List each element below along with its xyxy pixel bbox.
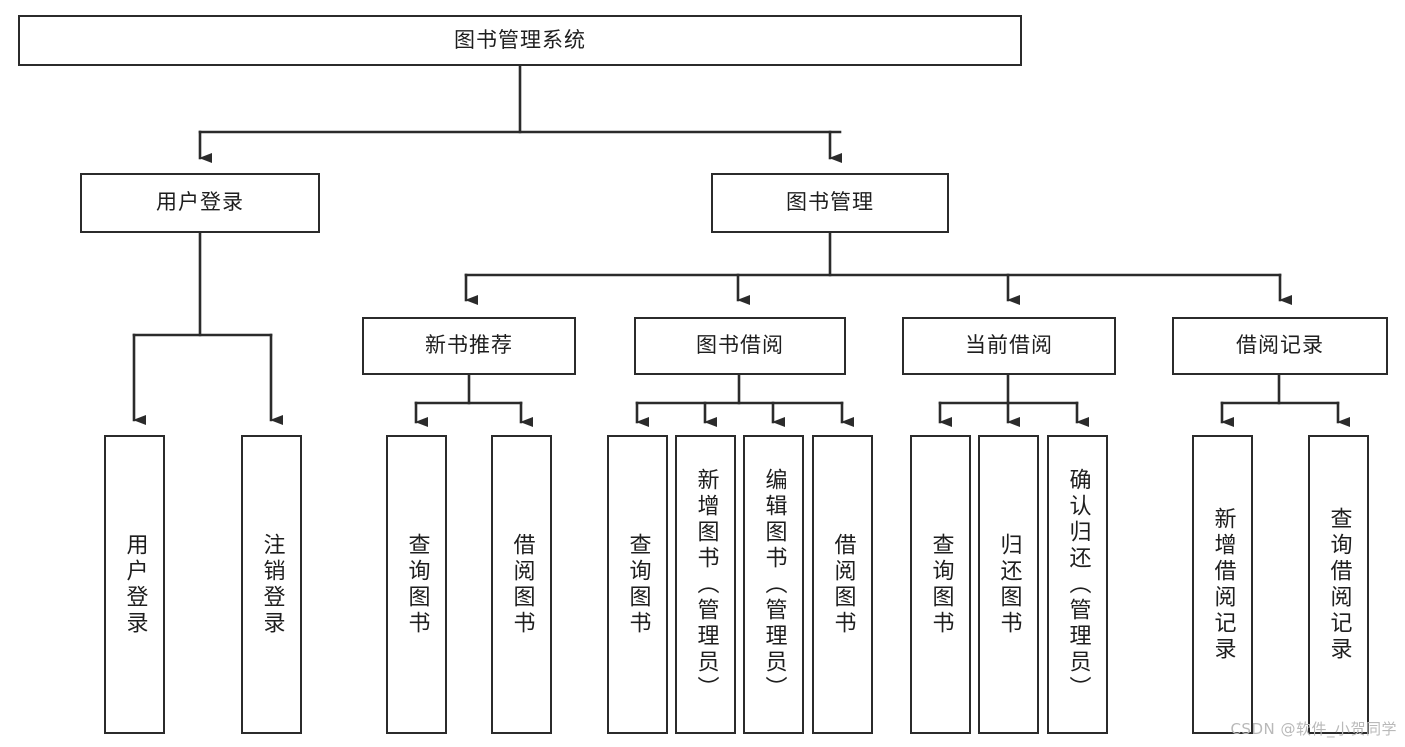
node-label: 注销登录 [259,532,285,637]
node-user-login[interactable]: 用户登录 [80,173,320,233]
node-borrow-record[interactable]: 借阅记录 [1172,317,1388,375]
node-label: 查询图书 [625,532,651,637]
node-label: 确认归还（管理员） [1065,467,1091,702]
leaf-book-borrow-edit-book-admin[interactable]: 编辑图书（管理员） [743,435,804,734]
leaf-current-borrow-return-book[interactable]: 归还图书 [978,435,1039,734]
leaf-borrow-record-query-record[interactable]: 查询借阅记录 [1308,435,1369,734]
node-root-book-management-system[interactable]: 图书管理系统 [18,15,1022,66]
node-label: 新书推荐 [425,333,513,358]
node-label: 借阅图书 [830,532,856,637]
node-label: 借阅图书 [509,532,535,637]
leaf-current-borrow-confirm-return-admin[interactable]: 确认归还（管理员） [1047,435,1108,734]
leaf-book-borrow-borrow-book[interactable]: 借阅图书 [812,435,873,734]
leaf-user-login-logout[interactable]: 注销登录 [241,435,302,734]
node-label: 归还图书 [996,532,1022,637]
leaf-current-borrow-query-book[interactable]: 查询图书 [910,435,971,734]
leaf-book-borrow-query-book[interactable]: 查询图书 [607,435,668,734]
node-label: 借阅记录 [1236,333,1324,358]
node-label: 用户登录 [156,190,244,215]
leaf-book-borrow-add-book-admin[interactable]: 新增图书（管理员） [675,435,736,734]
node-label: 查询借阅记录 [1326,506,1352,663]
leaf-new-book-query-book[interactable]: 查询图书 [386,435,447,734]
node-book-borrow[interactable]: 图书借阅 [634,317,846,375]
leaf-borrow-record-add-record[interactable]: 新增借阅记录 [1192,435,1253,734]
node-label: 用户登录 [122,532,148,637]
leaf-user-login-login[interactable]: 用户登录 [104,435,165,734]
node-label: 新增图书（管理员） [693,467,719,702]
node-label: 图书管理 [786,190,874,215]
node-label: 查询图书 [404,532,430,637]
csdn-watermark: CSDN @软件_小贺同学 [1230,720,1397,738]
node-label: 新增借阅记录 [1210,506,1236,663]
node-label: 图书管理系统 [454,27,586,52]
node-label: 编辑图书（管理员） [761,467,787,702]
node-new-book-recommend[interactable]: 新书推荐 [362,317,576,375]
leaf-new-book-borrow-book[interactable]: 借阅图书 [491,435,552,734]
node-book-management[interactable]: 图书管理 [711,173,949,233]
node-label: 图书借阅 [696,333,784,358]
node-label: 查询图书 [928,532,954,637]
node-label: 当前借阅 [965,333,1053,358]
node-current-borrow[interactable]: 当前借阅 [902,317,1116,375]
